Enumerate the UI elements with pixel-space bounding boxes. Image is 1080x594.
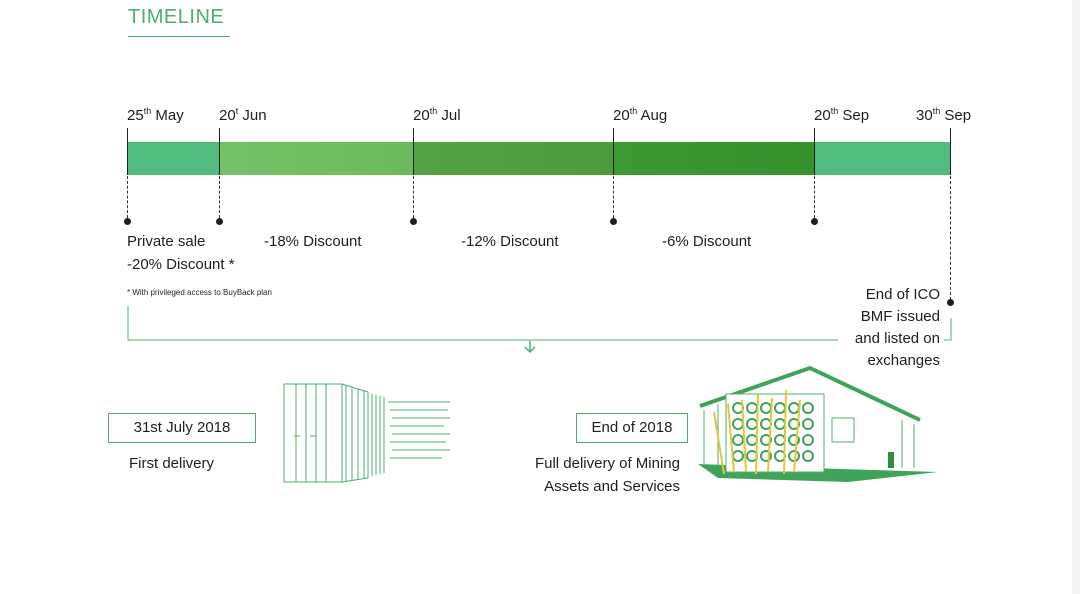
- ico-end-line-3: and listed on: [854, 330, 940, 347]
- phase-label-private-sale: Private sale: [127, 233, 206, 250]
- date-label-sep30: 30th Sep: [916, 106, 972, 124]
- mining-container-icon: [283, 383, 450, 483]
- timeline-segment-phase-1: [220, 142, 414, 175]
- phase-label-6-discount: -6% Discount: [662, 233, 752, 250]
- dot-aug20: [610, 218, 617, 225]
- timeline-segment-final: [815, 142, 951, 175]
- dot-jun20: [216, 218, 223, 225]
- milestone-first-text: First delivery: [129, 455, 215, 472]
- dropline-sep20: [814, 176, 815, 218]
- timeline-segment-phase-3: [614, 142, 815, 175]
- dot-jul20: [410, 218, 417, 225]
- scrollbar-track[interactable]: [1072, 0, 1080, 594]
- dropline-jul20: [413, 176, 414, 218]
- tick-sep20: [814, 128, 815, 175]
- title-underline: [128, 36, 230, 37]
- dot-may25: [124, 218, 131, 225]
- date-label-sep20: 20th Sep: [814, 106, 870, 124]
- ico-end-line-4: exchanges: [867, 352, 940, 369]
- phase-label-18-discount: -18% Discount: [264, 233, 362, 250]
- date-label-jul20: 20th Jul: [413, 106, 461, 124]
- timeline-segment-phase-2: [414, 142, 614, 175]
- tick-jun20: [219, 128, 220, 175]
- ico-end-line-2: BMF issued: [860, 308, 940, 325]
- dropline-sep30: [950, 176, 951, 300]
- dropline-may25: [127, 176, 128, 218]
- mining-farm-icon: [698, 365, 938, 482]
- date-label-jun20: 20t Jun: [219, 106, 267, 124]
- phase-label-private-discount: -20% Discount *: [127, 256, 235, 273]
- tick-aug20: [613, 128, 614, 175]
- footnote: * With privileged access to BuyBack plan: [127, 288, 272, 297]
- milestone-second-text-2: Assets and Services: [544, 478, 680, 495]
- milestone-first-date-box: 31st July 2018: [108, 413, 256, 443]
- date-label-aug20: 20th Aug: [613, 106, 668, 124]
- milestone-second-text-1: Full delivery of Mining: [534, 455, 680, 472]
- dropline-aug20: [613, 176, 614, 218]
- tick-may25: [127, 128, 128, 175]
- page-title: TIMELINE: [128, 6, 225, 28]
- dropline-jun20: [219, 176, 220, 218]
- date-label-may25: 25th May: [127, 106, 184, 124]
- tick-sep30: [950, 128, 951, 175]
- milestone-second-date-box: End of 2018: [576, 413, 688, 443]
- dot-sep30: [947, 299, 954, 306]
- tick-jul20: [413, 128, 414, 175]
- dot-sep20: [811, 218, 818, 225]
- phase-label-12-discount: -12% Discount: [461, 233, 559, 250]
- timeline-segment-private-sale: [128, 142, 220, 175]
- ico-end-line-1: End of ICO: [865, 286, 940, 303]
